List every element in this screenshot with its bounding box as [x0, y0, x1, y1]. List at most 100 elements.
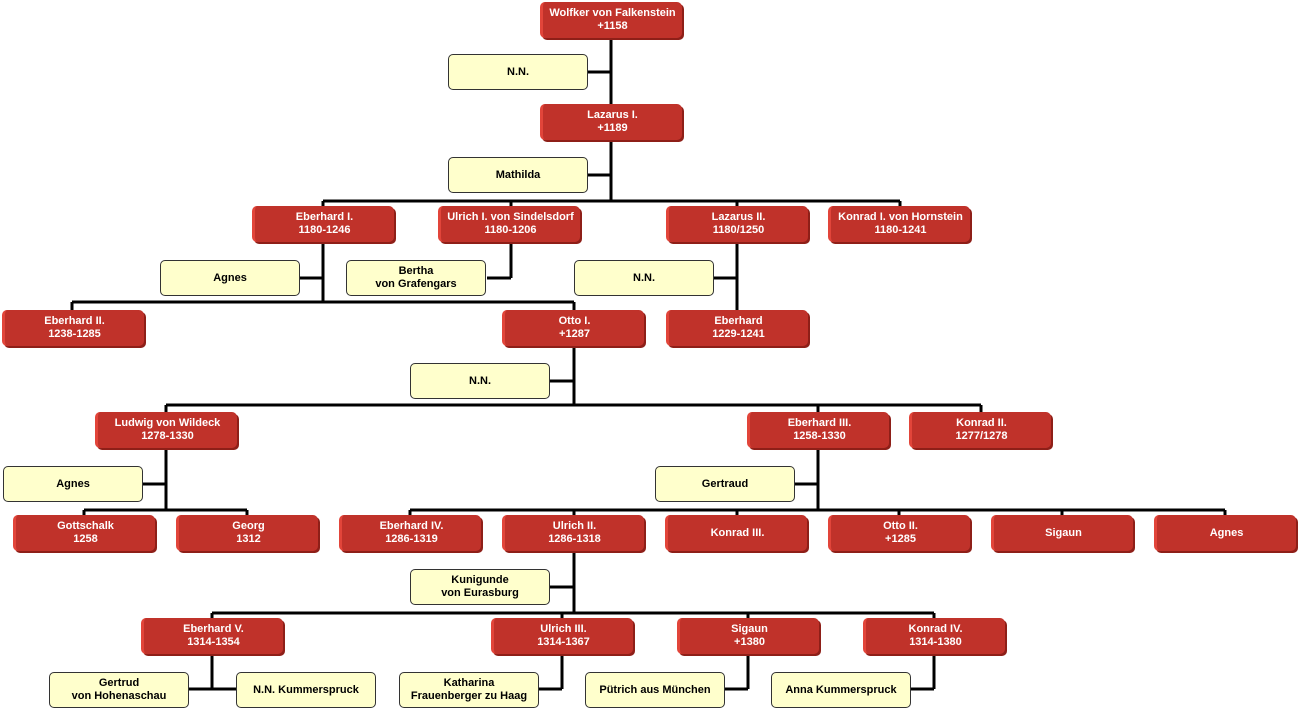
person-name: Lazarus II. — [711, 211, 766, 223]
person-name: Ulrich I. von Sindelsdorf — [447, 211, 574, 223]
person-konrad-3[interactable]: Konrad III. — [665, 515, 807, 551]
person-dates: 1180-1206 — [484, 224, 537, 236]
spouse-name: N.N. — [633, 271, 655, 284]
person-eberhard-1[interactable]: Eberhard I.1180-1246 — [252, 206, 394, 242]
spouse-box[interactable]: Gertraud — [655, 466, 795, 502]
person-sigaun-1[interactable]: Sigaun — [991, 515, 1133, 551]
person-name: Konrad III. — [710, 526, 765, 539]
person-name: Wolfker von Falkenstein — [549, 7, 676, 19]
spouse-name: Kunigunde — [451, 574, 509, 586]
spouse-name-line2: Frauenberger zu Haag — [410, 690, 528, 702]
person-name: Konrad I. von Hornstein — [838, 211, 963, 223]
person-dates: 1278-1330 — [141, 430, 194, 442]
person-name: Gottschalk — [57, 520, 114, 532]
person-name: Otto II. — [883, 520, 918, 532]
person-name: Sigaun — [1045, 526, 1082, 539]
person-eberhard-4[interactable]: Eberhard IV.1286-1319 — [339, 515, 481, 551]
spouse-name: Katharina — [443, 677, 495, 689]
spouse-name: Bertha — [398, 265, 434, 277]
person-dates: +1285 — [885, 533, 916, 545]
person-otto-2[interactable]: Otto II.+1285 — [828, 515, 970, 551]
person-dates: 1180/1250 — [712, 224, 765, 236]
spouse-box[interactable]: Agnes — [3, 466, 143, 502]
spouse-name: N.N. — [469, 374, 491, 387]
person-name: Eberhard I. — [295, 211, 354, 223]
spouse-box[interactable]: Mathilda — [448, 157, 588, 193]
spouse-box[interactable]: N.N. — [410, 363, 550, 399]
person-dates: 1277/1278 — [955, 430, 1008, 442]
person-eberhard-3[interactable]: Eberhard III.1258-1330 — [747, 412, 889, 448]
person-dates: +1380 — [734, 636, 765, 648]
spouse-box[interactable]: Pütrich aus München — [585, 672, 725, 708]
person-name: Georg — [232, 520, 265, 532]
person-otto-1[interactable]: Otto I.+1287 — [502, 310, 644, 346]
person-dates: +1158 — [597, 20, 628, 32]
person-name: Eberhard V. — [183, 623, 244, 635]
person-name: Konrad IV. — [908, 623, 963, 635]
spouse-box[interactable]: N.N. Kummerspruck — [236, 672, 376, 708]
person-name: Ulrich III. — [540, 623, 587, 635]
person-konrad-4[interactable]: Konrad IV.1314-1380 — [863, 618, 1005, 654]
spouse-name: Gertrud — [98, 677, 140, 689]
person-dates: +1287 — [559, 328, 590, 340]
spouse-name-line2: von Grafengars — [375, 278, 457, 290]
person-lazarus-2[interactable]: Lazarus II.1180/1250 — [666, 206, 808, 242]
spouse-name: N.N. — [507, 65, 529, 78]
person-dates: 1229-1241 — [712, 328, 765, 340]
person-eberhard-5[interactable]: Eberhard V.1314-1354 — [141, 618, 283, 654]
person-name: Lazarus I. — [587, 109, 638, 121]
person-name: Eberhard II. — [44, 315, 105, 327]
person-name: Sigaun — [731, 623, 768, 635]
spouse-name: Gertraud — [701, 477, 749, 490]
person-name: Konrad II. — [956, 417, 1007, 429]
person-dates: 1180-1246 — [298, 224, 351, 236]
person-sigaun-2[interactable]: Sigaun+1380 — [677, 618, 819, 654]
spouse-name-line2: von Eurasburg — [441, 587, 519, 599]
person-dates: 1238-1285 — [48, 328, 101, 340]
person-dates: 1314-1354 — [187, 636, 240, 648]
spouse-name: Anna Kummerspruck — [785, 683, 897, 696]
spouse-box[interactable]: N.N. — [448, 54, 588, 90]
spouse-name: Pütrich aus München — [599, 683, 711, 696]
person-dates: 1258-1330 — [793, 430, 846, 442]
person-name: Eberhard — [714, 315, 763, 327]
person-dates: +1189 — [597, 122, 628, 134]
person-wolfker[interactable]: Wolfker von Falkenstein+1158 — [540, 2, 682, 38]
spouse-name: Mathilda — [495, 168, 541, 181]
person-ulrich-2[interactable]: Ulrich II.1286-1318 — [502, 515, 644, 551]
spouse-box[interactable]: N.N. — [574, 260, 714, 296]
spouse-name-line2: von Hohenaschau — [71, 690, 167, 702]
person-eberhard-2[interactable]: Eberhard II.1238-1285 — [2, 310, 144, 346]
person-dates: 1312 — [236, 533, 261, 545]
person-lazarus-1[interactable]: Lazarus I.+1189 — [540, 104, 682, 140]
person-name: Eberhard III. — [787, 417, 852, 429]
spouse-name: N.N. Kummerspruck — [253, 683, 359, 696]
person-name: Agnes — [1209, 526, 1244, 539]
person-konrad-2[interactable]: Konrad II.1277/1278 — [909, 412, 1051, 448]
person-name: Eberhard IV. — [379, 520, 444, 532]
person-ulrich-3[interactable]: Ulrich III.1314-1367 — [491, 618, 633, 654]
person-name: Ulrich II. — [552, 520, 597, 532]
spouse-box[interactable]: Anna Kummerspruck — [771, 672, 911, 708]
person-dates: 1314-1367 — [537, 636, 590, 648]
spouse-name: Agnes — [213, 271, 247, 284]
spouse-box[interactable]: Agnes — [160, 260, 300, 296]
spouse-name: Agnes — [56, 477, 90, 490]
person-name: Otto I. — [558, 315, 591, 327]
person-name: Ludwig von Wildeck — [114, 417, 221, 429]
person-agnes-1[interactable]: Agnes — [1154, 515, 1296, 551]
person-dates: 1180-1241 — [874, 224, 927, 236]
person-dates: 1286-1319 — [385, 533, 438, 545]
person-dates: 1258 — [73, 533, 98, 545]
